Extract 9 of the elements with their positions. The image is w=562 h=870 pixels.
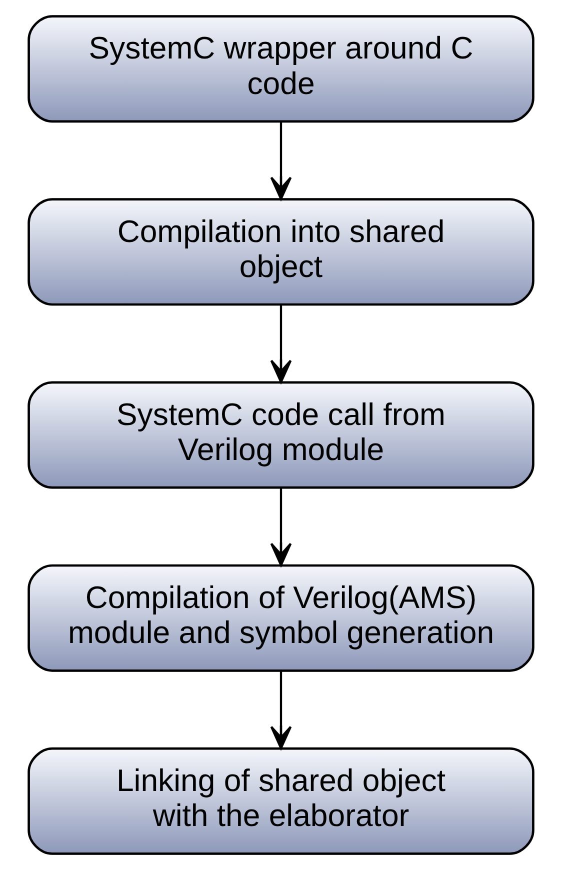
node-box: SystemC code call from Verilog module bbox=[28, 381, 534, 489]
arrow bbox=[270, 122, 292, 200]
node-box: Linking of shared object with the elaborator bbox=[28, 747, 534, 855]
node-box: Compilation into shared object bbox=[28, 198, 534, 306]
node-box: SystemC wrapper around C code bbox=[28, 15, 534, 123]
arrow bbox=[270, 304, 292, 384]
arrow bbox=[270, 488, 292, 566]
arrow bbox=[270, 670, 292, 750]
node-box: Compilation of Verilog(AMS) module and symbol generation bbox=[28, 564, 534, 672]
